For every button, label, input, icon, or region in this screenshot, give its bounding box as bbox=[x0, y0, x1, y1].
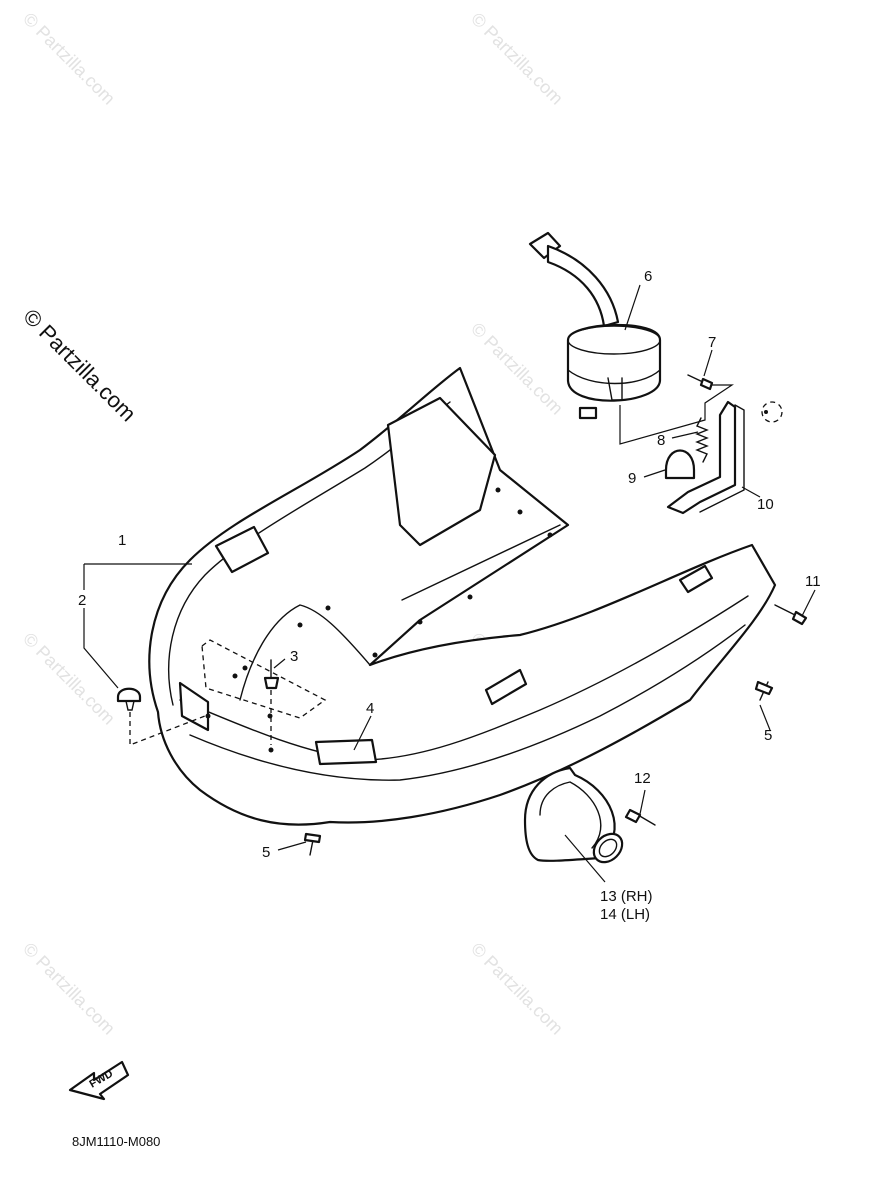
watermark-tile: © Partzilla.com bbox=[19, 939, 119, 1039]
callout-8: 8 bbox=[657, 432, 665, 449]
watermark-tile: © Partzilla.com bbox=[19, 9, 119, 109]
callout-3: 3 bbox=[290, 648, 298, 665]
part-1-hull-liner bbox=[148, 366, 777, 826]
callouts: 1 2 3 4 5 5 6 7 8 9 10 11 12 13 (RH) 14 … bbox=[78, 268, 821, 923]
watermark-tile: © Partzilla.com bbox=[467, 319, 567, 419]
callout-4: 4 bbox=[366, 700, 374, 717]
part-10-bracket bbox=[666, 400, 783, 515]
callout-5-right: 5 bbox=[764, 727, 772, 744]
part-3-screw bbox=[263, 659, 280, 753]
part-5-rivet-left bbox=[303, 832, 322, 856]
part-7-bolt bbox=[687, 374, 714, 391]
part-9-grommet bbox=[664, 449, 696, 480]
part-11-screw bbox=[774, 604, 808, 626]
callout-13: 13 (RH) bbox=[600, 888, 653, 905]
part-2-leader bbox=[129, 712, 206, 746]
callout-11: 11 bbox=[805, 573, 821, 590]
callout-2: 2 bbox=[78, 592, 86, 609]
watermark-main: © Partzilla.com bbox=[18, 304, 141, 427]
diagram-code: 8JM1110-M080 bbox=[72, 1134, 160, 1149]
part-8-spring bbox=[695, 417, 709, 463]
callout-14: 14 (LH) bbox=[600, 906, 650, 923]
fwd-arrow-icon: FWD bbox=[68, 1060, 130, 1101]
watermark-tile: © Partzilla.com bbox=[467, 939, 567, 1039]
part-13-14-duct bbox=[523, 766, 624, 864]
callout-10: 10 bbox=[757, 496, 774, 513]
part-5-rivet-right bbox=[754, 680, 774, 701]
callout-1: 1 bbox=[118, 532, 126, 549]
callout-5-left: 5 bbox=[262, 844, 270, 861]
callout-7: 7 bbox=[708, 334, 716, 351]
part-6-muffler bbox=[528, 231, 662, 420]
part-12-screw bbox=[624, 808, 656, 826]
callout-6: 6 bbox=[644, 268, 652, 285]
watermark-tile: © Partzilla.com bbox=[467, 9, 567, 109]
callout-9: 9 bbox=[628, 470, 636, 487]
callout-12: 12 bbox=[634, 770, 651, 787]
part-2-clip bbox=[116, 687, 142, 711]
leader-lines bbox=[83, 284, 816, 883]
watermark-tile: © Partzilla.com bbox=[19, 629, 119, 729]
